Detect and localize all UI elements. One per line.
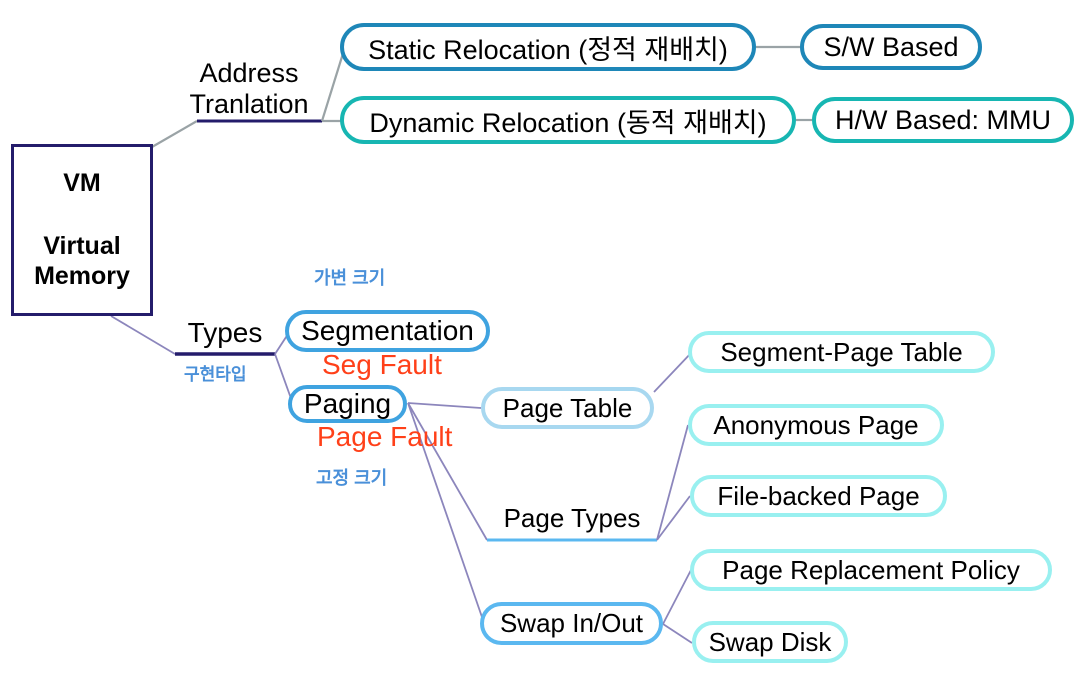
annotation-seg-fault: Seg Fault xyxy=(322,349,442,380)
node-swap-in-out[interactable]: Swap In/Out xyxy=(480,602,663,645)
edge-paging-to-page-table xyxy=(407,402,482,409)
node-page-replacement-policy[interactable]: Page Replacement Policy xyxy=(690,549,1052,591)
vm-root-line2: Virtual xyxy=(43,232,121,261)
sw-based-label: S/W Based xyxy=(823,31,959,62)
node-paging[interactable]: Paging xyxy=(288,385,407,423)
node-types[interactable]: Types xyxy=(176,313,274,353)
node-file-backed-page[interactable]: File-backed Page xyxy=(690,475,947,517)
node-sw-based[interactable]: S/W Based xyxy=(800,24,982,70)
node-vm-root[interactable]: VM Virtual Memory xyxy=(11,144,153,316)
page-table-label: Page Table xyxy=(502,392,633,423)
edge-swap-to-swap-disk xyxy=(662,623,693,644)
segment-page-table-label: Segment-Page Table xyxy=(720,336,963,367)
edge-swap-to-replacement-policy xyxy=(662,569,692,625)
annotation-variable-size: 가변 크기 xyxy=(314,268,386,288)
file-backed-page-label: File-backed Page xyxy=(717,480,920,511)
swap-in-out-label: Swap In/Out xyxy=(499,608,644,638)
node-segmentation[interactable]: Segmentation xyxy=(285,310,490,352)
edge-root-to-types xyxy=(110,315,176,355)
segmentation-label: Segmentation xyxy=(301,315,474,346)
swap-disk-label: Swap Disk xyxy=(708,626,832,657)
node-swap-disk[interactable]: Swap Disk xyxy=(692,621,848,663)
edge-root-to-address xyxy=(151,120,198,148)
node-hw-based[interactable]: H/W Based: MMU xyxy=(812,97,1074,143)
vm-root-line1: VM xyxy=(63,168,101,197)
edge-page-types-to-file-backed xyxy=(656,495,691,541)
vm-root-line3: Memory xyxy=(34,261,130,290)
edge-page-types-to-anonymous xyxy=(656,424,689,541)
hw-based-label: H/W Based: MMU xyxy=(834,104,1052,135)
dynamic-relocation-label: Dynamic Relocation (동적 재배치) xyxy=(369,107,767,138)
static-relocation-label: Static Relocation (정적 재배치) xyxy=(368,34,728,65)
address-translation-line1: Address xyxy=(199,58,299,89)
node-anonymous-page[interactable]: Anonymous Page xyxy=(688,404,944,446)
node-page-table[interactable]: Page Table xyxy=(481,387,654,429)
edge-page-table-to-segment-page-table xyxy=(653,351,693,393)
types-label: Types xyxy=(187,317,263,348)
node-page-types[interactable]: Page Types xyxy=(487,497,657,539)
annotation-fixed-size: 고정 크기 xyxy=(316,468,388,488)
node-address-translation[interactable]: Address Tranlation xyxy=(175,42,323,120)
node-dynamic-relocation[interactable]: Dynamic Relocation (동적 재배치) xyxy=(340,96,796,144)
paging-label: Paging xyxy=(303,388,392,419)
annotation-implementation-type: 구현타입 xyxy=(184,365,247,384)
address-translation-line2: Tranlation xyxy=(189,89,309,120)
node-static-relocation[interactable]: Static Relocation (정적 재배치) xyxy=(340,23,756,71)
annotation-page-fault: Page Fault xyxy=(317,421,453,452)
page-types-label: Page Types xyxy=(503,502,641,533)
anonymous-page-label: Anonymous Page xyxy=(713,409,919,440)
page-replacement-policy-label: Page Replacement Policy xyxy=(722,554,1020,585)
node-segment-page-table[interactable]: Segment-Page Table xyxy=(688,331,995,373)
